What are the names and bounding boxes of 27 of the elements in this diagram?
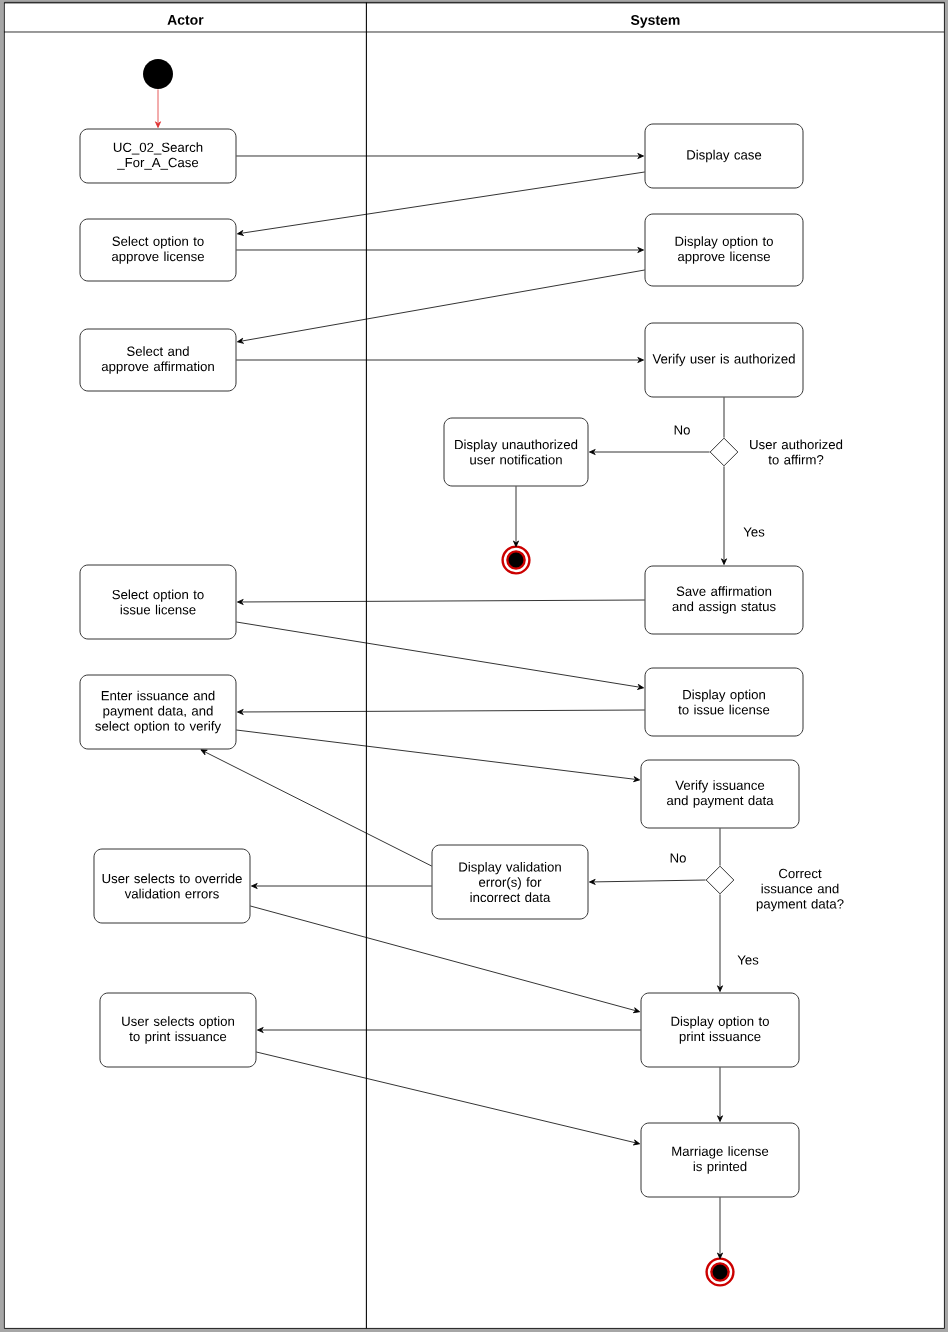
arrow	[237, 269, 645, 344]
arrow	[200, 749, 432, 867]
arrow	[236, 247, 644, 253]
end-node	[501, 545, 531, 575]
arrow	[236, 357, 644, 363]
arrow	[513, 486, 519, 548]
arrow	[589, 878, 706, 885]
arrow	[717, 894, 723, 992]
arrow	[721, 466, 727, 565]
arrow	[717, 1067, 723, 1122]
arrow	[251, 883, 432, 889]
arrow	[257, 1027, 641, 1033]
decision-diamond	[705, 865, 735, 895]
decision-diamond	[709, 437, 739, 467]
arrow	[236, 729, 640, 783]
arrow	[717, 1197, 723, 1260]
arrow	[237, 599, 645, 605]
end-node	[705, 1257, 735, 1287]
arrow	[256, 1051, 641, 1146]
arrow	[237, 171, 645, 236]
arrow	[237, 709, 645, 715]
arrow	[155, 89, 161, 128]
arrow	[589, 449, 710, 455]
arrow	[236, 621, 644, 690]
arrow	[236, 153, 644, 159]
arrow	[250, 905, 641, 1014]
start-node	[143, 59, 173, 89]
